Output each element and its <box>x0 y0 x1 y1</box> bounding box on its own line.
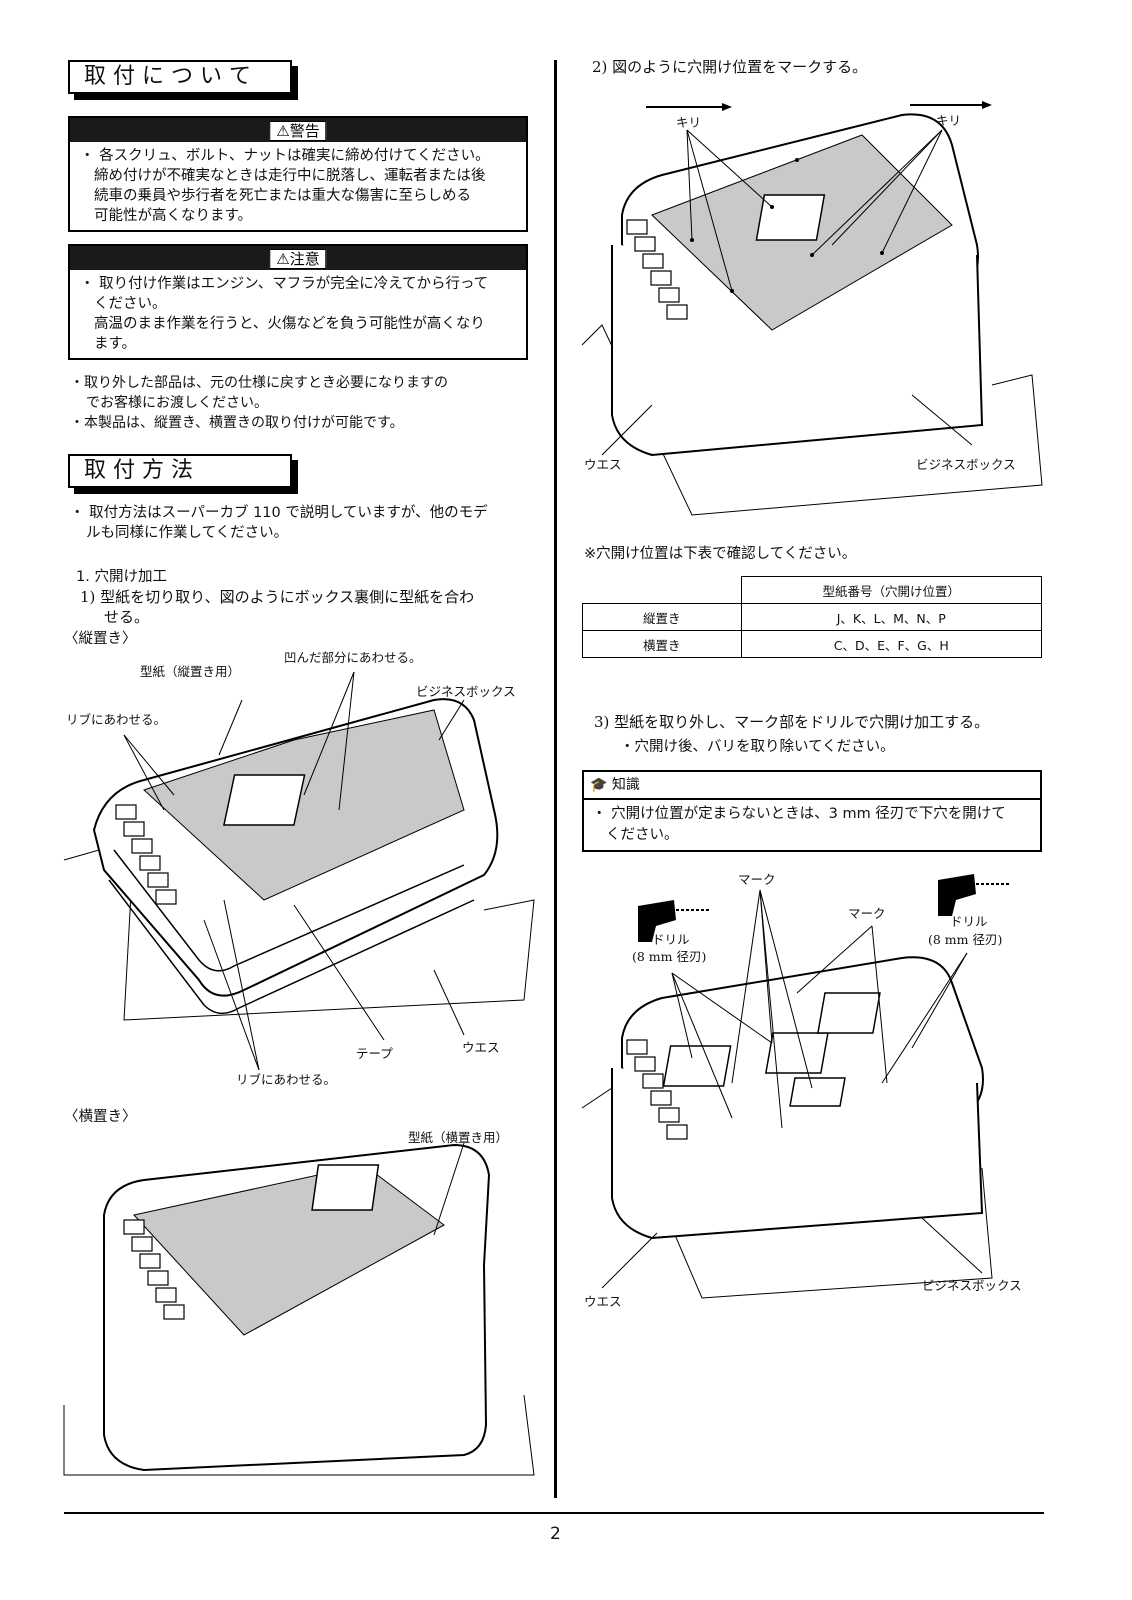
label-drill-right-size: (8 mm 径刃) <box>928 932 1003 947</box>
caution-title: 注意 <box>289 250 320 268</box>
warning-icon: ⚠ <box>276 122 290 140</box>
label-mark-right: マーク <box>848 906 886 921</box>
step-1-1b: せる。 <box>104 608 150 626</box>
step-1-1a: 1) 型紙を切り取り、図のようにボックス裏側に型紙を合わ <box>80 588 475 606</box>
label-awl-right: キリ <box>936 113 962 128</box>
label-drill-left: ドリル <box>652 932 690 947</box>
knowledge-line-2: ください。 <box>606 827 679 843</box>
step-3a: 3) 型紙を取り外し、マーク部をドリルで穴開け加工する。 <box>594 713 990 731</box>
vertical-label: 〈縦置き〉 <box>64 631 137 647</box>
caution-bullet-1: ・ 取り付け作業はエンジン、マフラが完全に冷えてから行って <box>80 276 489 292</box>
step-3b: ・穴開け後、バリを取り除いてください。 <box>620 739 895 755</box>
caution-detail-2: ます。 <box>94 336 137 352</box>
caution-detail-1: 高温のまま作業を行うと、火傷などを負う可能性が高くなり <box>94 316 485 332</box>
column-divider <box>554 60 557 1498</box>
method-line-2: ルも同様に作業してください。 <box>86 525 289 541</box>
table-note: ※穴開け位置は下表で確認してください。 <box>584 546 857 562</box>
table-header: 型紙番号（穴開け位置） <box>740 576 1042 604</box>
template-number-table: 型紙番号（穴開け位置） 縦置き J、K、L、M、N、P 横置き C、D、E、F、… <box>582 576 1042 658</box>
drill-icon-left <box>638 900 710 942</box>
page-number: 2 <box>550 1524 561 1544</box>
step-2: 2) 図のように穴開け位置をマークする。 <box>592 58 868 76</box>
warning-title: 警告 <box>289 122 320 140</box>
label-business-box-1: ビジネスボックス <box>416 684 516 699</box>
knowledge-box: 🎓 知識 ・ 穴開け位置が定まらないときは、3 mm 径刃で下穴を開けて くださ… <box>582 770 1042 852</box>
table-row-value: J、K、L、M、N、P <box>740 603 1042 631</box>
note-1b: でお客様にお渡しください。 <box>86 395 268 411</box>
table-row-label: 横置き <box>582 630 742 658</box>
note-2: ・本製品は、縦置き、横置きの取り付けが可能です。 <box>70 415 404 431</box>
note-1a: ・取り外した部品は、元の仕様に戻すとき必要になりますの <box>70 375 448 391</box>
label-drill-left-size: (8 mm 径刃) <box>632 949 707 964</box>
section-heading-about-installation: 取 付 に つ い て <box>68 60 292 94</box>
label-template-vertical: 型紙（縦置き用） <box>140 664 241 679</box>
caution-bullet-2: ください。 <box>94 296 167 312</box>
label-template-horizontal: 型紙（横置き用） <box>408 1130 509 1145</box>
graduation-cap-icon: 🎓 <box>590 777 608 793</box>
warning-box: ⚠警告 ・ 各スクリュ、ボルト、ナットは確実に締め付けてください。 締め付けが不… <box>68 116 528 232</box>
label-waist-1: ウエス <box>462 1040 500 1055</box>
label-waist-3: ウエス <box>584 457 622 472</box>
label-drill-right: ドリル <box>950 914 988 929</box>
warning-detail-2: 続車の乗員や歩行者を死亡または重大な傷害に至らしめる <box>94 188 471 204</box>
table-row-label: 縦置き <box>582 603 742 631</box>
knowledge-line-1: ・ 穴開け位置が定まらないときは、3 mm 径刃で下穴を開けて <box>592 806 1006 822</box>
figure-mark-positions <box>581 101 1043 516</box>
section-heading-installation-method: 取 付 方 法 <box>68 454 292 488</box>
label-business-box-4: ビジネスボックス <box>922 1278 1022 1293</box>
label-tape: テープ <box>356 1046 393 1061</box>
caution-box: ⚠注意 ・ 取り付け作業はエンジン、マフラが完全に冷えてから行って ください。 … <box>68 244 528 360</box>
table-row-value: C、D、E、F、G、H <box>740 630 1042 658</box>
drill-icon-right <box>938 874 1010 916</box>
method-line-1: ・ 取付方法はスーパーカブ 110 で説明していますが、他のモデ <box>70 505 488 521</box>
label-rib-2: リブにあわせる。 <box>236 1072 337 1087</box>
caution-icon: ⚠ <box>276 250 290 268</box>
warning-detail-3: 可能性が高くなります。 <box>94 208 253 224</box>
label-rib-1: リブにあわせる。 <box>66 712 167 727</box>
step-1-title: 1. 穴開け加工 <box>76 569 167 585</box>
label-waist-4: ウエス <box>584 1294 622 1309</box>
figure-horizontal-placement <box>63 1142 535 1476</box>
label-recess: 凹んだ部分にあわせる。 <box>284 650 422 665</box>
warning-detail-1: 締め付けが不確実なときは走行中に脱落し、運転者または後 <box>94 168 486 184</box>
label-awl-left: キリ <box>676 115 702 130</box>
horizontal-label: 〈横置き〉 <box>64 1109 137 1125</box>
figure-drilling <box>581 874 1010 1299</box>
figure-vertical-placement <box>63 671 535 1071</box>
label-business-box-3: ビジネスボックス <box>916 457 1016 472</box>
knowledge-title: 知識 <box>611 777 640 793</box>
warning-bullet: ・ 各スクリュ、ボルト、ナットは確実に締め付けてください。 <box>80 148 490 164</box>
label-mark-top: マーク <box>738 872 776 887</box>
footer-rule <box>64 1512 1044 1514</box>
